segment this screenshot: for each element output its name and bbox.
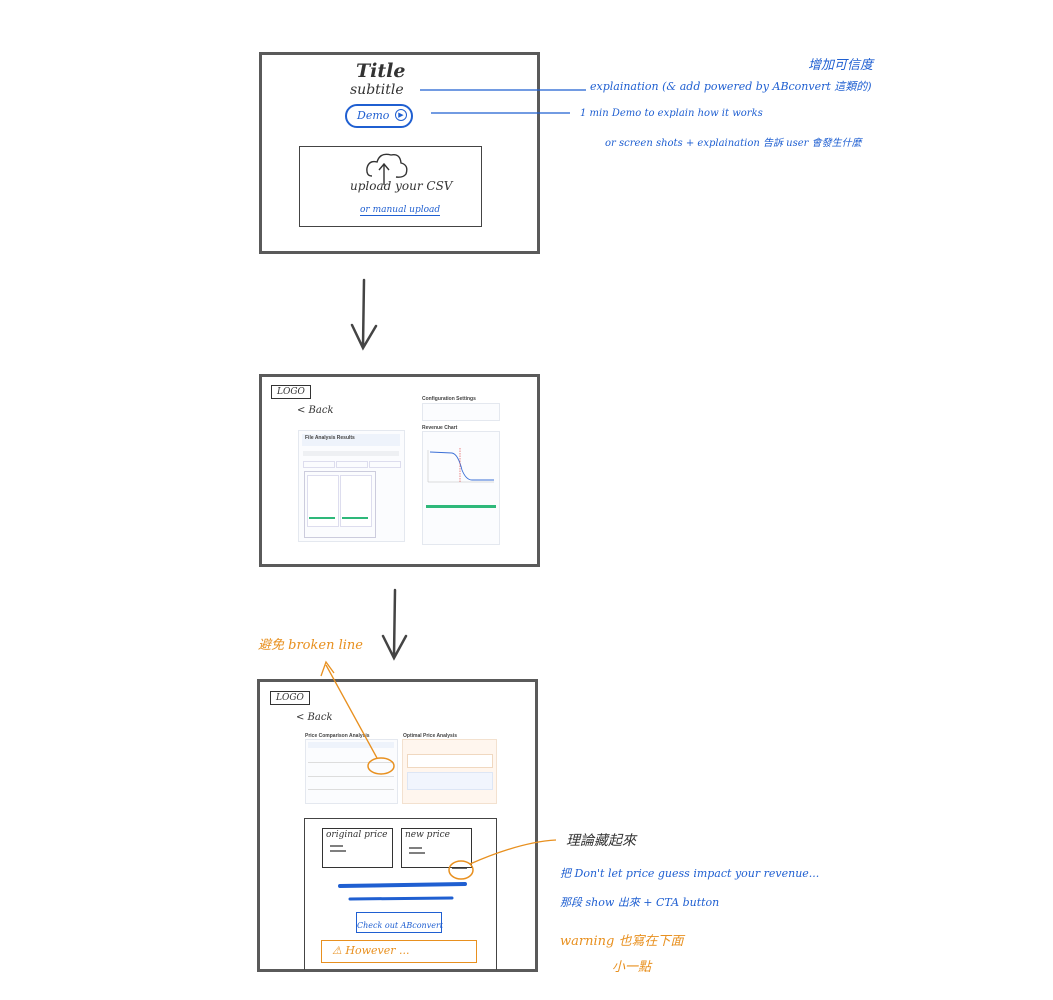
logo-box: LOGO — [271, 385, 311, 399]
cta-button[interactable]: Check out ABconvert — [356, 912, 444, 933]
new-price-card: new price — [401, 828, 472, 868]
explanation-note: explaination (& add powered by ABconvert… — [590, 80, 872, 93]
demo-note: 1 min Demo to explain how it works — [580, 108, 763, 119]
config-title: Configuration Settings — [422, 396, 476, 402]
screenshot-note: or screen shots + explaination 告訴 user 會… — [605, 138, 862, 149]
wireframe-landing — [259, 52, 540, 254]
logo-box-2: LOGO — [270, 691, 310, 705]
cta-button-label: Check out ABconvert — [357, 921, 444, 930]
new-price-label: new price — [405, 830, 450, 840]
optimal-title: Optimal Price Analysis — [403, 733, 458, 739]
demo-button-label: Demo — [357, 109, 390, 122]
price-table-screenshot — [305, 739, 398, 804]
show-cta-note: 那段 show 出來 + CTA button — [560, 896, 720, 909]
upload-label: upload your CSV — [350, 179, 453, 193]
upload-dropzone[interactable] — [299, 146, 482, 227]
landing-subtitle: subtitle — [350, 82, 404, 98]
warning-label: ⚠ However ... — [332, 944, 410, 957]
back-link-2[interactable]: < Back — [296, 712, 333, 723]
price-table-title: Price Comparison Analysis — [305, 733, 370, 739]
theory-section-box — [304, 818, 497, 970]
back-link[interactable]: < Back — [297, 405, 334, 416]
revenue-title: Revenue Chart — [422, 425, 458, 431]
warning-note: warning 也寫在下面 — [560, 934, 684, 949]
optimal-screenshot — [402, 739, 497, 804]
results-panel-title: File Analysis Results — [305, 435, 355, 441]
wireframe-optimal — [257, 679, 538, 972]
landing-title: Title — [356, 60, 406, 82]
play-icon: ▶ — [395, 109, 407, 121]
manual-upload-link[interactable]: or manual upload — [360, 205, 441, 216]
trust-note: 增加可信度 — [808, 58, 874, 73]
warning-note-2: 小一點 — [612, 960, 652, 975]
warning-box: ⚠ However ... — [321, 940, 477, 963]
broken-line-note: 避免 broken line — [258, 638, 363, 653]
revenue-screenshot — [422, 431, 500, 545]
dont-let-note: 把 Don't let price guess impact your reve… — [560, 867, 820, 880]
original-price-card: original price — [322, 828, 393, 868]
original-price-label: original price — [326, 830, 388, 840]
config-screenshot — [422, 403, 500, 421]
demo-button[interactable]: Demo ▶ — [345, 104, 413, 128]
theory-hide-note: 理論藏起來 — [566, 833, 636, 849]
results-screenshot: File Analysis Results — [298, 430, 405, 542]
